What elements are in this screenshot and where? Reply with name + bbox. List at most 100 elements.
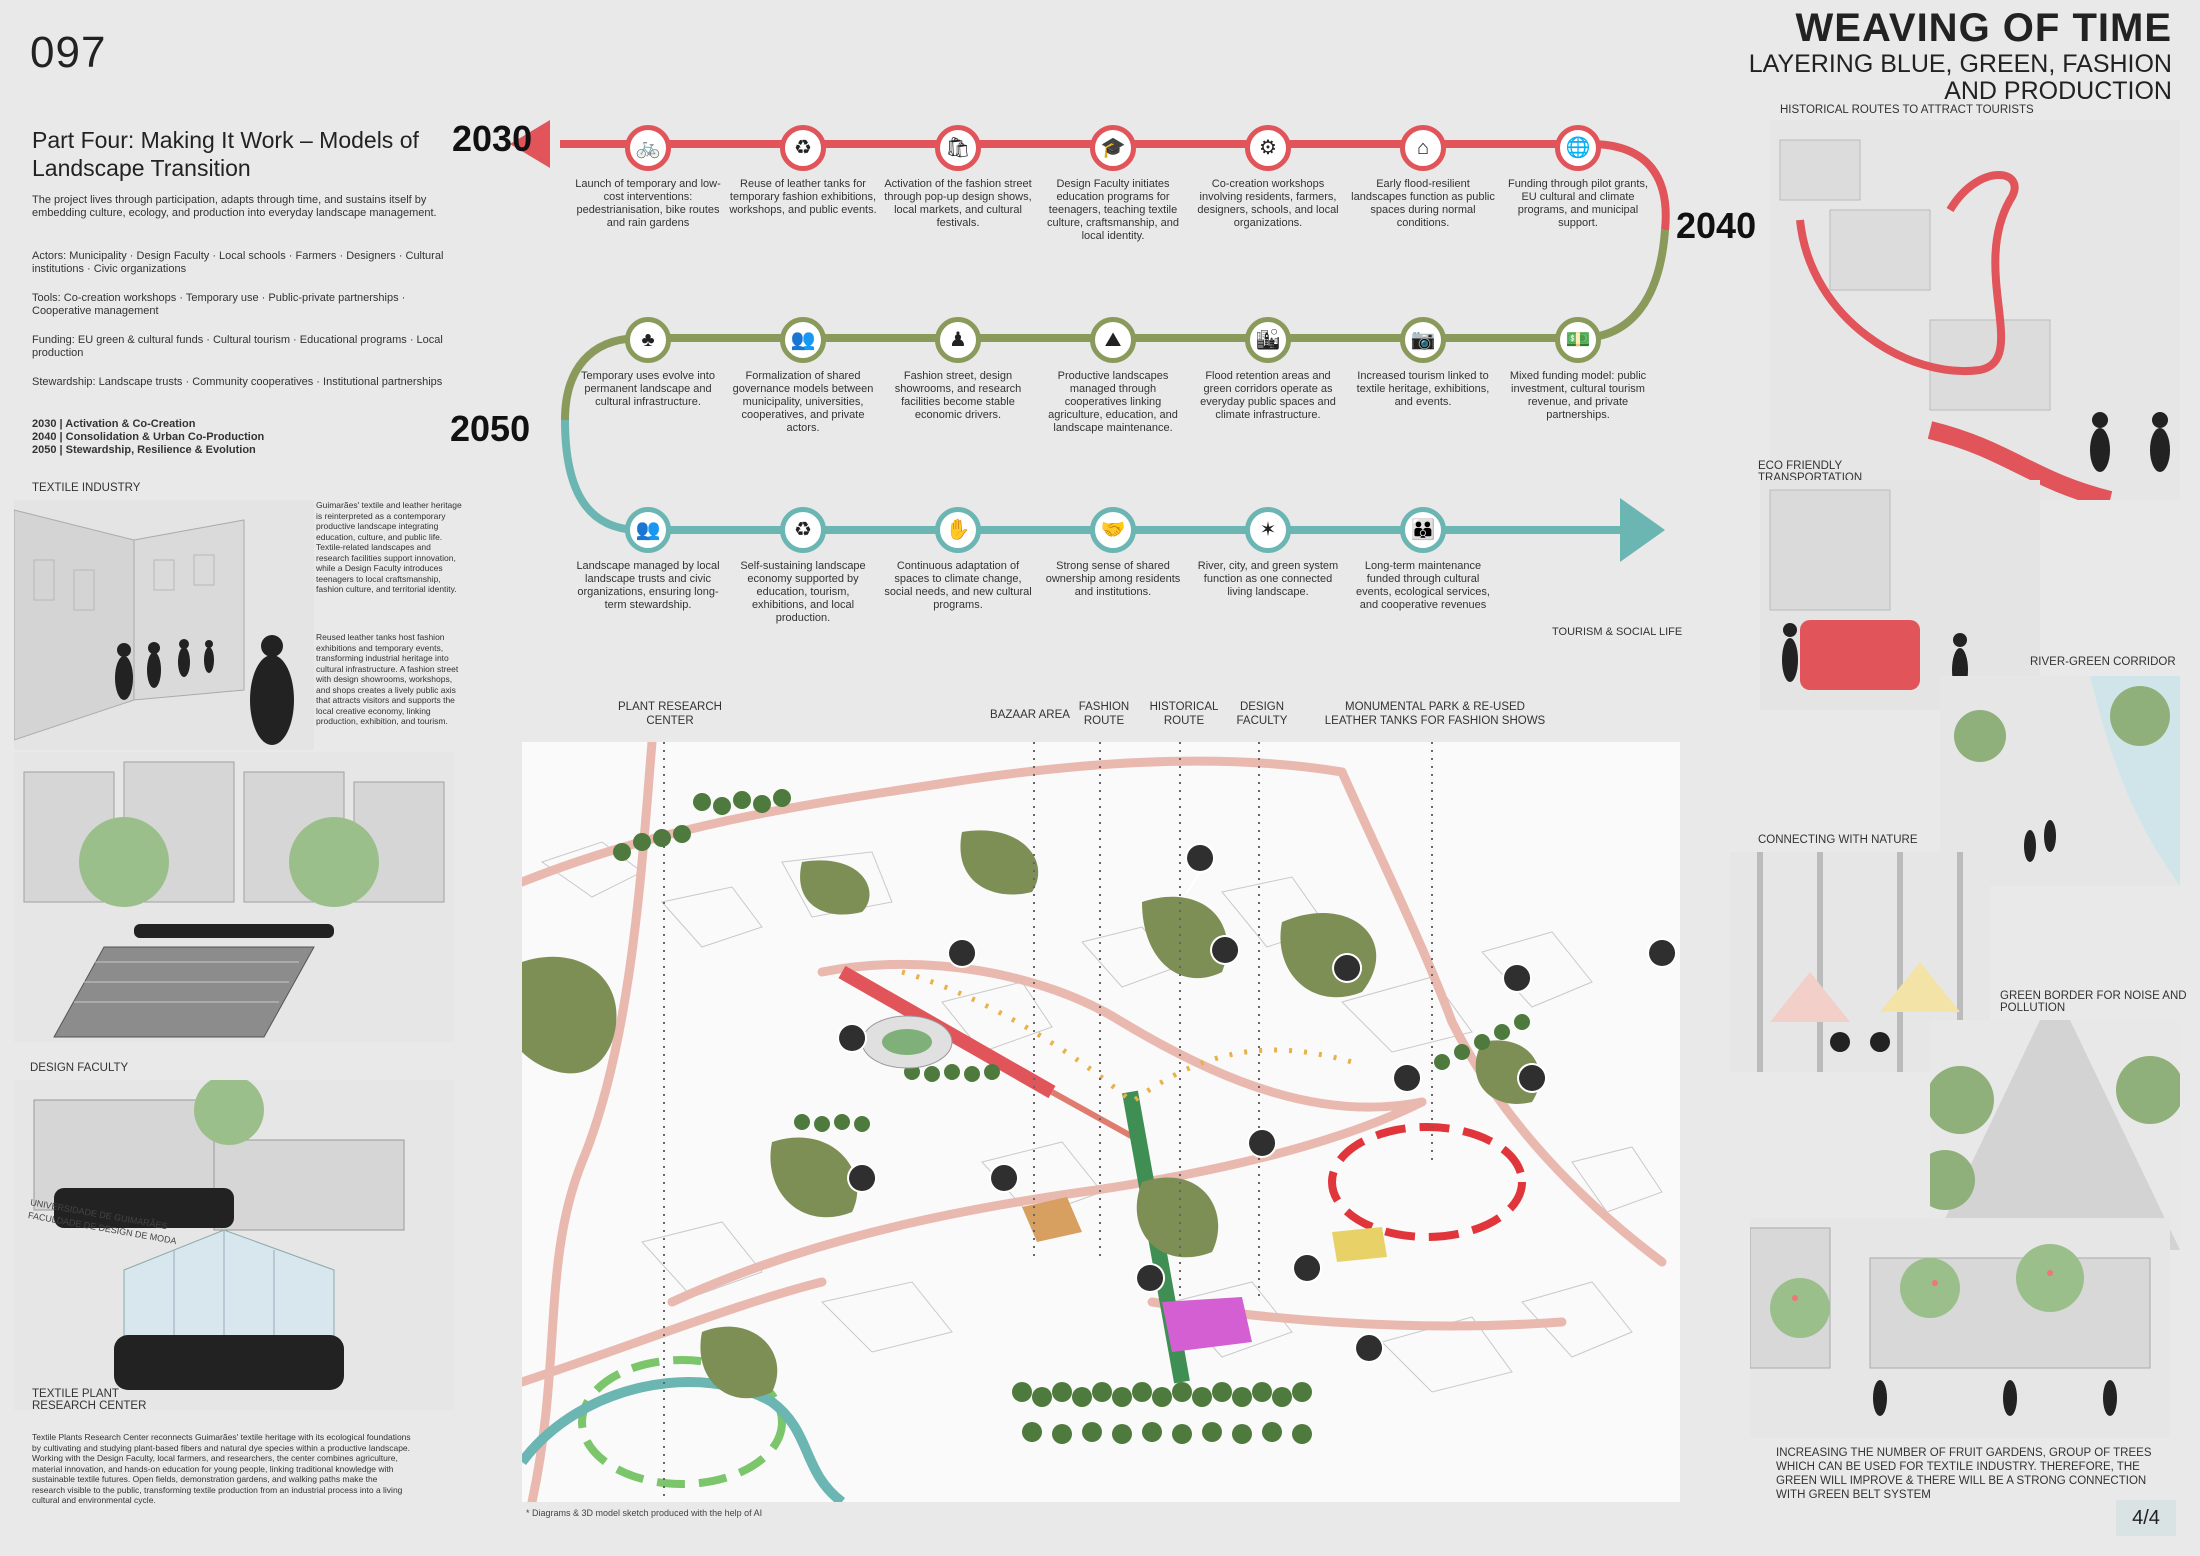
network-icon: ✶ [1245,507,1291,553]
label-textile-industry: TEXTILE INDUSTRY [32,482,141,494]
stewardship-text: Stewardship: Landscape trusts · Communit… [32,376,443,388]
timeline-text: Launch of temporary and low-cost interve… [575,178,721,229]
timeline-text: Mixed funding model: public investment, … [1509,370,1647,421]
timeline-text: Reuse of leather tanks for temporary fas… [729,178,877,216]
map-label-plant: PLANT RESEARCH CENTER [618,701,722,727]
money-icon-glyph: 💵 [1565,329,1591,351]
timeline-text: Temporary uses evolve into permanent lan… [581,370,715,408]
map-label-fashion: FASHION ROUTE [1078,701,1130,727]
tourism-label: TOURISM & SOCIAL LIFE [1552,626,1683,638]
handshake-icon-glyph: 🤝 [1100,519,1126,541]
intro-text: The project lives through participation,… [32,194,437,219]
bicycle-icon: 🚲 [625,125,671,171]
site-masterplan-map [522,742,1680,1502]
subtitle-line-1: LAYERING BLUE, GREEN, FASHION [1748,50,2172,78]
timeline-text: Increased tourism linked to textile heri… [1356,370,1490,408]
timeline-text: Continuous adaptation of spaces to clima… [884,560,1032,611]
map-label-bazaar: BAZAAR AREA [990,709,1070,721]
tourist-icon: 📷 [1400,317,1446,363]
eco-transport-illustration [1760,480,2040,710]
phases-list: 2030 | Activation & Co-Creation 2040 | C… [32,418,452,457]
arrow-2030-icon [510,120,550,168]
design-faculty-illustration [14,1080,454,1410]
historical-route-illustration [1770,120,2180,500]
main-title: WEAVING OF TIME [1795,6,2172,50]
textile-street-illustration [14,500,314,750]
mannequin-icon: ♟ [935,317,981,363]
actors-text: Actors: Municipality · Design Faculty · … [32,250,444,275]
mannequin-icon-glyph: ♟ [949,329,967,351]
map-label-monumental: MONUMENTAL PARK & RE-USED LEATHER TANKS … [1324,701,1546,727]
leather-tanks-illustration [14,752,454,1042]
label-river-corridor: RIVER-GREEN CORRIDOR [2030,656,2176,668]
team-gear-icon-glyph: ⚙ [1259,137,1277,159]
subtitle-line-2: AND PRODUCTION [1944,77,2172,105]
map-label-design: DESIGN FACULTY [1236,701,1288,727]
funding-text: Funding: EU green & cultural funds · Cul… [32,334,443,359]
flood-house-icon: ⌂ [1400,125,1446,171]
globe-hand-icon-glyph: 🌐 [1565,137,1591,159]
graduation-cap-icon: 🎓 [1090,125,1136,171]
map-footnote: * Diagrams & 3D model sketch produced wi… [526,1508,763,1518]
phase-2030: 2030 | Activation & Co-Creation [32,418,196,430]
recycle-icon: ♻ [780,125,826,171]
textile-plant-text: Textile Plants Research Center reconnect… [32,1432,411,1505]
fruit-gardens-text: INCREASING THE NUMBER OF FRUIT GARDENS, … [1776,1447,2152,1501]
tree-network-icon-glyph: ♣ [641,329,655,351]
governance-icon: 👥 [780,317,826,363]
money-icon: 💵 [1555,317,1601,363]
network-icon-glyph: ✶ [1259,519,1277,541]
label-historical-routes: HISTORICAL ROUTES TO ATTRACT TOURISTS [1780,104,2034,116]
timeline-text: Formalization of shared governance model… [732,370,874,434]
governance-icon-glyph: 👥 [790,329,816,351]
timeline-text: Funding through pilot grants, EU cultura… [1507,178,1649,229]
globe-hand-icon: 🌐 [1555,125,1601,171]
phase-2040: 2040 | Consolidation & Urban Co-Producti… [32,431,265,443]
timeline-text: Activation of the fashion street through… [884,178,1032,229]
timeline-text: Fashion street, design showrooms, and re… [894,370,1022,421]
timeline-text: River, city, and green system function a… [1197,560,1339,598]
timeline-text: Flood retention areas and green corridor… [1200,370,1336,421]
tourist-icon-glyph: 📷 [1410,329,1436,351]
sheet-number: 4/4 [2116,1500,2176,1536]
flood-house-icon-glyph: ⌂ [1416,137,1430,159]
timeline-text: Productive landscapes managed through co… [1048,370,1178,434]
timeline-text: Landscape managed by local landscape tru… [576,560,720,611]
timeline-text: Long-term maintenance funded through cul… [1356,560,1490,611]
crowd-icon: 👪 [1400,507,1446,553]
tools-text: Tools: Co-creation workshops · Temporary… [32,292,406,317]
label-textile-plant: TEXTILE PLANT RESEARCH CENTER [32,1388,147,1412]
timeline-text: Strong sense of shared ownership among r… [1045,560,1181,598]
bicycle-icon-glyph: 🚲 [635,137,661,159]
arrow-future-icon [1620,498,1665,562]
shopping-icon-glyph: 🛍 [945,137,971,159]
label-green-border: GREEN BORDER FOR NOISE AND POLLUTION [2000,990,2187,1014]
self-sustaining-icon-glyph: ♻ [794,519,812,541]
timeline-text: Early flood-resilient landscapes functio… [1351,178,1495,229]
textile-text-1: Guimarães' textile and leather heritage … [316,500,462,594]
part-title: Part Four: Making It Work – Models of La… [32,127,419,181]
handshake-icon: 🤝 [1090,507,1136,553]
tree-network-icon: ♣ [625,317,671,363]
green-border-illustration [1930,1020,2180,1250]
timeline-text: Self-sustaining landscape economy suppor… [740,560,866,624]
timeline-text: Design Faculty initiates education progr… [1046,178,1180,242]
recycle-icon-glyph: ♻ [794,137,812,159]
timeline-text: Co-creation workshops involving resident… [1197,178,1339,229]
community-icon-glyph: 👥 [635,519,661,541]
page-number: 097 [30,28,107,77]
shopping-icon: 🛍 [935,125,981,171]
phase-2050: 2050 | Stewardship, Resilience & Evoluti… [32,444,256,456]
team-gear-icon: ⚙ [1245,125,1291,171]
farm-landscape-icon: ⛰ [1090,317,1136,363]
river-corridor-illustration [1940,676,2180,886]
label-connecting-nature: CONNECTING WITH NATURE [1758,834,1918,846]
city-water-icon-glyph: 🏙 [1255,329,1281,351]
adaptation-icon: ✋ [935,507,981,553]
community-icon: 👥 [625,507,671,553]
year-2040: 2040 [1676,205,1757,246]
city-water-icon: 🏙 [1245,317,1291,363]
fruit-gardens-illustration [1750,1218,2170,1438]
textile-text-2: Reused leather tanks host fashion exhibi… [316,632,459,726]
crowd-icon-glyph: 👪 [1410,519,1436,541]
